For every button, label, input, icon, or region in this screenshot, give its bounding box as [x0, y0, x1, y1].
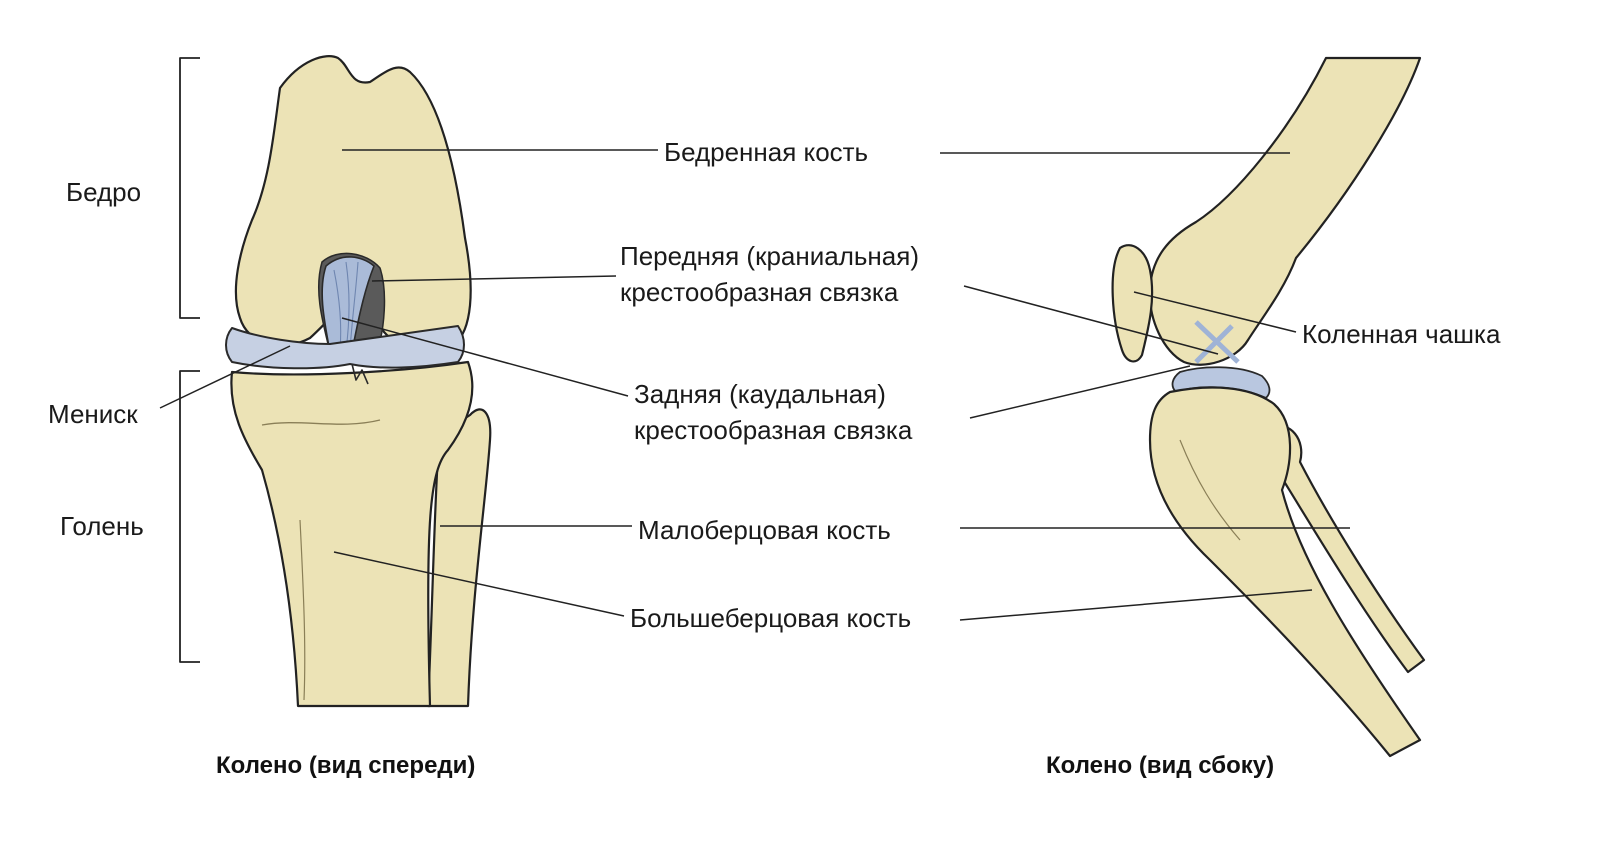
- label-acl-line2: крестообразная связка: [620, 277, 899, 307]
- front-tibia: [230, 360, 474, 708]
- caption-side-view: Колено (вид сбоку): [1046, 752, 1275, 779]
- label-pcl-line1: Задняя (каудальная): [634, 379, 886, 409]
- leader-patella: [1133, 291, 1297, 333]
- label-patella: Коленная чашка: [1302, 319, 1501, 349]
- label-femur: Бедренная кость: [664, 137, 869, 167]
- front-view-knee: [179, 55, 492, 708]
- label-shin: Голень: [60, 511, 144, 541]
- label-tibia: Большеберцовая кость: [630, 603, 912, 633]
- leader-acl-front: [371, 275, 617, 282]
- leader-pcl-front: [341, 317, 629, 397]
- leader-lines: [159, 149, 1350, 621]
- label-meniscus: Мениск: [48, 399, 138, 429]
- side-patella: [1111, 244, 1154, 363]
- front-meniscus: [225, 325, 465, 370]
- side-cruciate-ligaments: [1194, 320, 1240, 364]
- label-thigh: Бедро: [66, 177, 142, 207]
- leader-tibia-front: [333, 551, 625, 617]
- leader-acl-side: [963, 285, 1219, 355]
- side-tibia: [1148, 386, 1422, 758]
- label-acl-line1: Передняя (краниальная): [620, 241, 919, 271]
- thigh-bracket: [179, 57, 200, 319]
- caption-front-view: Колено (вид спереди): [216, 752, 476, 779]
- side-femur: [1148, 56, 1422, 366]
- label-fibula: Малоберцовая кость: [638, 515, 891, 545]
- leader-pcl-side: [969, 365, 1191, 419]
- leader-tibia-side: [959, 589, 1313, 621]
- front-cranial-cruciate-ligament: [321, 256, 375, 353]
- side-view-knee: [1111, 56, 1426, 758]
- label-pcl-line2: крестообразная связка: [634, 415, 913, 445]
- leader-meniscus: [159, 345, 291, 409]
- shin-bracket: [179, 370, 200, 663]
